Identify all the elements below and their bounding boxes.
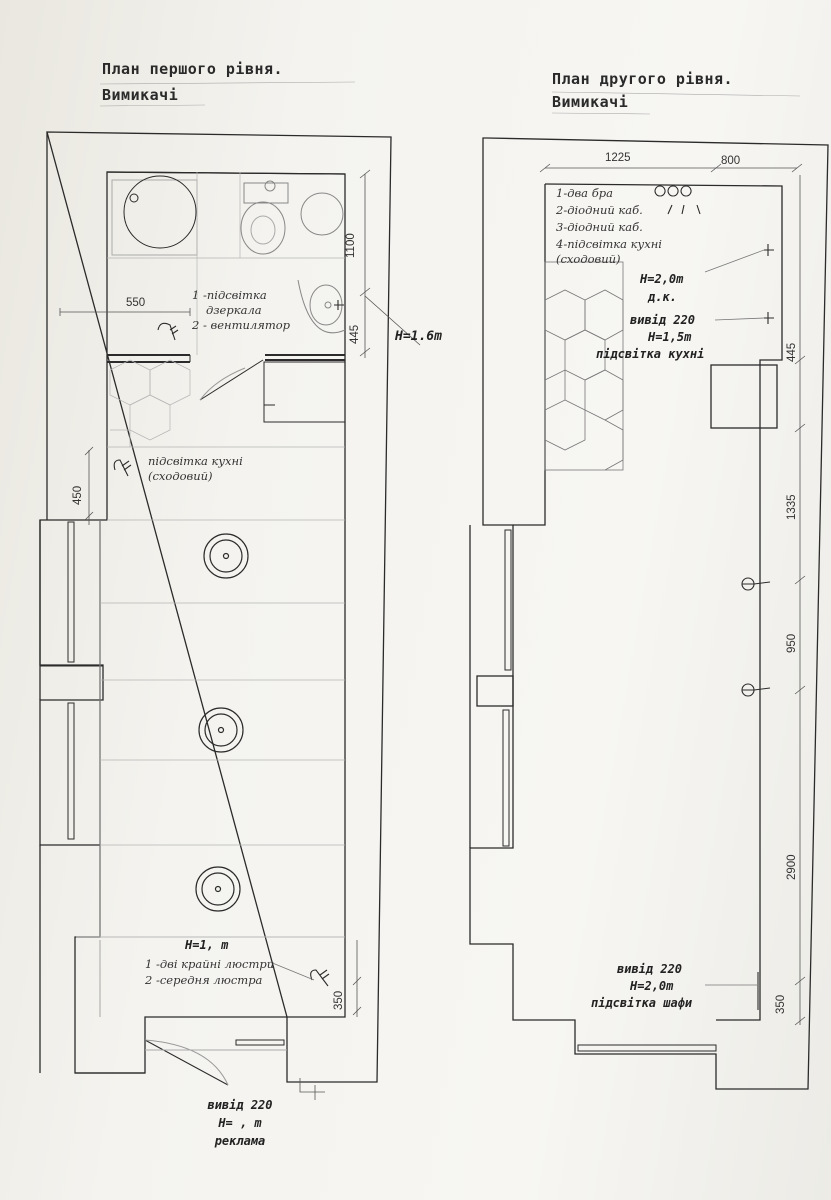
plan2-switch1-height: H=2,0m xyxy=(640,272,684,286)
plan1-chandeliers xyxy=(195,533,249,912)
plan2-legend-line1: 1-два бра xyxy=(556,186,613,200)
plan1-outlet-line1: вивід 220 xyxy=(207,1098,273,1112)
plan1-entry-door xyxy=(144,1039,287,1086)
plan1-bathroom xyxy=(107,175,346,423)
plan1-outlet-line2: H= , m xyxy=(218,1116,262,1130)
plan2-switch2-outlet: вивід 220 xyxy=(630,313,696,327)
plan2-dim-2900: 2900 xyxy=(786,854,798,880)
plan2-legend-line5: (сходовий) xyxy=(556,252,621,266)
plan2-legend-line2: 2-діодний каб. xyxy=(556,203,643,217)
plan1-chandelier-height: H=1, m xyxy=(185,938,229,952)
plan2-subtitle: Вимикачі xyxy=(552,93,629,111)
plan2-switch3-height: H=2,0m xyxy=(630,979,674,993)
plan2-legend-line3: 3-діодний каб. xyxy=(556,220,643,234)
plan1-subtitle: Вимикачі xyxy=(102,86,179,104)
plan2-switch2-height: H=1,5m xyxy=(648,330,692,344)
plan1-legend-line2: дзеркала xyxy=(206,303,262,317)
plan2-dim-1335: 1335 xyxy=(786,494,798,520)
plan2-dim-950: 950 xyxy=(786,633,798,653)
plan1-kitchen-label: підсвітка кухні xyxy=(148,454,243,468)
plan1-title: План першого рівня. xyxy=(102,60,284,78)
plan1-dim-350: 350 xyxy=(333,990,345,1010)
plan1-outlet-line3: реклама xyxy=(214,1134,266,1148)
plan2-staircase xyxy=(544,261,624,471)
plan1-dimension-lines xyxy=(59,169,421,1100)
plan1-chandelier-line2: 2 -середня люстра xyxy=(145,973,263,987)
plan2-dim-350: 350 xyxy=(775,994,787,1014)
plan2-dimension-lines xyxy=(539,163,806,1026)
plan1-dim-1100: 1100 xyxy=(345,233,357,258)
plan2-switch3-outlet: вивід 220 xyxy=(617,962,683,976)
plan2-windows xyxy=(502,529,717,1052)
plan1-legend-line1: 1 -підсвітка xyxy=(192,288,267,302)
plan1-floor-lines xyxy=(76,172,345,1017)
plan2-switch2-label: підсвітка кухні xyxy=(596,347,705,361)
plan2-switch-symbols xyxy=(704,244,774,1010)
plan1-windows xyxy=(39,521,104,840)
plan1-chandelier-line1: 1 -дві крайні люстри xyxy=(145,957,275,971)
plan2-legend-line4: 4-підсвітка кухні xyxy=(556,237,662,251)
plan1-height-mark: H=1.6m xyxy=(395,329,442,344)
plan2-title: План другого рівня. xyxy=(552,70,734,88)
plan1-dim-445: 445 xyxy=(349,324,361,344)
plan2-switch1-label: д.к. xyxy=(648,290,677,304)
plan1-dim-550: 550 xyxy=(126,297,146,309)
plan1-kitchen-sublabel: (сходовий) xyxy=(148,469,213,483)
plan2-sconces xyxy=(654,185,771,697)
plan2-switch3-label: підсвітка шафи xyxy=(591,996,693,1010)
plan2-dim-1225: 1225 xyxy=(605,152,631,164)
plan1-switch-symbols xyxy=(113,300,344,987)
plan1-dim-450: 450 xyxy=(72,485,84,505)
plan2-dim-445: 445 xyxy=(786,342,798,362)
plan2-dim-800: 800 xyxy=(721,155,741,167)
plan1-legend-line3: 2 - вентилятор xyxy=(192,318,291,332)
